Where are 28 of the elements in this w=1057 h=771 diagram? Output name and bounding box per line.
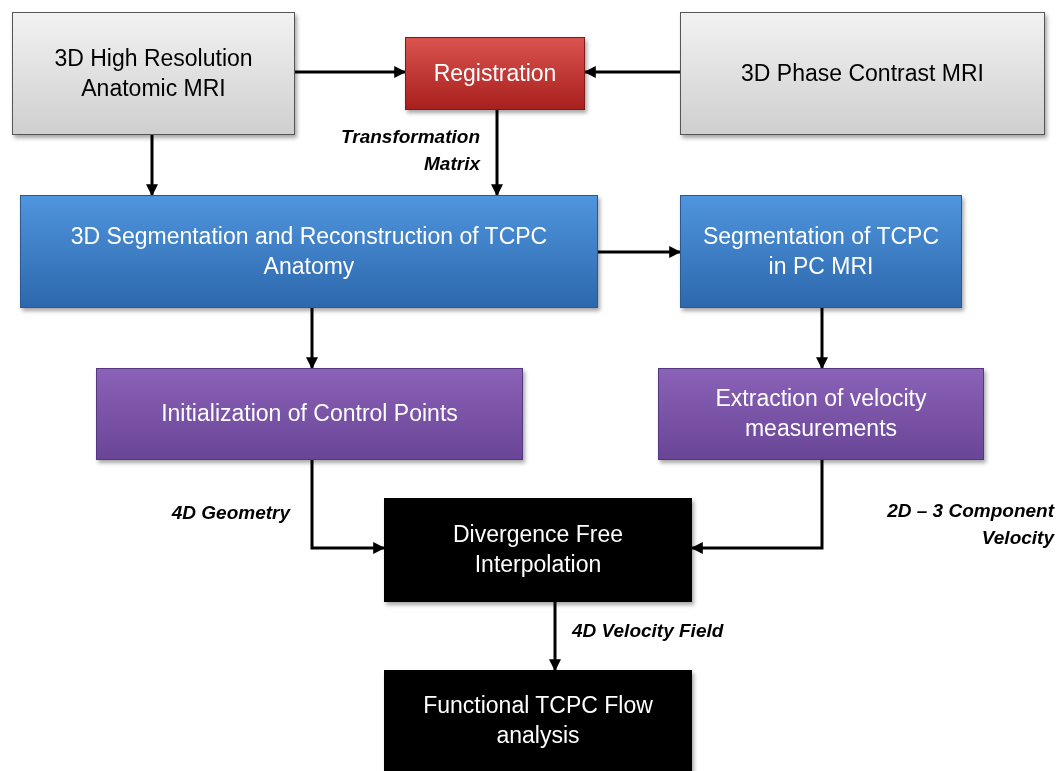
arrow [491,110,503,197]
process-box [96,368,523,460]
box-label: 3D Phase Contrast MRI [741,58,984,88]
arrow [295,66,407,78]
box-label: 3D Segmentation and Reconstruction of TCPC Anatomy [69,221,549,281]
arrow [690,460,824,554]
box-label: Segmentation of TCPC in PC MRI [701,221,941,281]
process-box [658,368,984,460]
input-box [680,12,1045,135]
input-box [12,12,295,135]
arrow [583,66,680,78]
arrow [146,135,158,197]
arrow [306,308,318,370]
arrow [310,460,386,554]
box-label: Extraction of velocity measurements [714,384,928,443]
box-label: 3D High Resolution Anatomic MRI [53,43,254,103]
box-label: Divergence Free Interpolation [452,520,624,579]
box-label: Registration [433,58,557,88]
arrow [816,308,828,370]
process-box [20,195,598,308]
process-box [405,37,585,110]
output-box [384,670,692,771]
box-label: Functional TCPC Flow analysis [422,690,654,750]
box-label: Initialization of Control Points [161,399,458,429]
arrow [549,602,561,672]
process-box [384,498,692,602]
arrow [598,246,682,258]
process-box [680,195,962,308]
